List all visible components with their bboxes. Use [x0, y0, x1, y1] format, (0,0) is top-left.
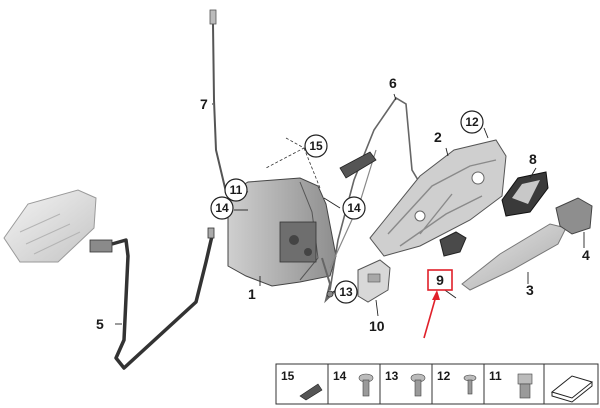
part-gasket	[439, 231, 467, 257]
callout-14-right: 14	[342, 196, 366, 220]
highlight-arrow	[423, 290, 440, 339]
callout-7: 7	[200, 96, 208, 112]
callout-6: 6	[389, 75, 397, 91]
callout-15: 15	[304, 134, 328, 158]
part-lock-body	[227, 177, 337, 304]
callout-4: 4	[582, 247, 590, 263]
callout-1: 1	[248, 286, 256, 302]
svg-text:12: 12	[465, 115, 479, 129]
strip-part-14	[358, 373, 374, 397]
part-door-handle	[461, 223, 567, 291]
svg-text:14: 14	[347, 201, 361, 215]
callout-5: 5	[96, 316, 104, 332]
guide-lines	[265, 137, 321, 189]
strip-label-13: 13	[385, 369, 399, 383]
part-cable-pad	[3, 189, 215, 370]
svg-text:14: 14	[215, 201, 229, 215]
part-seal	[501, 171, 549, 217]
strip-part-13	[410, 373, 426, 397]
svg-text:9: 9	[436, 272, 444, 288]
strip-part-12	[463, 374, 477, 395]
callout-10: 10	[369, 318, 385, 334]
callout-13: 13	[334, 280, 358, 304]
strip-part-15	[299, 383, 323, 401]
strip-label-11: 11	[489, 369, 502, 383]
stack-icon	[550, 375, 594, 403]
svg-text:11: 11	[230, 183, 243, 197]
callout-9: 9	[427, 269, 453, 291]
callout-3: 3	[526, 282, 534, 298]
strip-part-11	[517, 373, 533, 399]
parts-strip: 15 14 13 12 11	[275, 363, 599, 405]
callout-14-left: 14	[210, 196, 234, 220]
callout-2: 2	[434, 129, 442, 145]
part-bowden-cable	[209, 9, 227, 193]
callout-8: 8	[529, 151, 537, 167]
strip-label-15: 15	[281, 369, 295, 383]
callout-11: 11	[224, 178, 248, 202]
strip-label-12: 12	[437, 369, 451, 383]
svg-text:13: 13	[339, 285, 353, 299]
callout-12: 12	[460, 110, 484, 134]
svg-text:15: 15	[309, 139, 323, 153]
part-clip-bracket	[357, 259, 391, 303]
part-end-cap	[555, 197, 593, 235]
part-carrier-bracket	[369, 139, 507, 257]
strip-label-14: 14	[333, 369, 347, 383]
